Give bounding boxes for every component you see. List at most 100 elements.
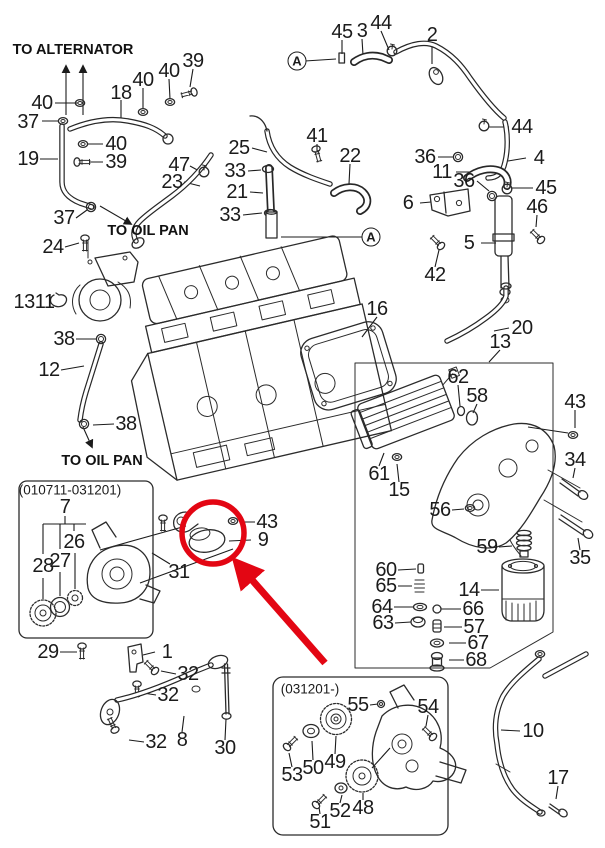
part-number-callout: 39 [105, 151, 127, 173]
part-number-text: 13 [489, 331, 511, 353]
part-number-callout: 31 [168, 562, 190, 582]
cooler-orings [456, 405, 479, 426]
part-number-callout: 7 [60, 497, 71, 517]
part-number-text: 24 [42, 236, 64, 258]
part-number-callout: 11 [432, 162, 452, 182]
oil-pump-cover-9 [172, 511, 239, 553]
part-number-callout: 2 [427, 25, 438, 45]
hose-22 [330, 183, 372, 215]
part-number-callout: 45 [331, 22, 353, 42]
oil-pipe-20 [444, 282, 512, 344]
part-number-callout: 54 [417, 697, 439, 717]
part-number-text: 10 [522, 720, 544, 742]
part-number-text: 9 [257, 529, 269, 551]
part-number-callout: 59 [476, 536, 498, 558]
part-number-callout: 44 [370, 13, 392, 33]
inset-range-text: (010711-031201) [18, 482, 122, 498]
part-number-text: 21 [226, 181, 248, 203]
view-marker-a: A [361, 227, 381, 247]
part-number-text: 1311 [13, 291, 55, 313]
routing-note-text: TO OIL PAN [61, 453, 143, 469]
part-number-callout: 51 [309, 811, 331, 833]
part-number-callout: 1311 [13, 291, 55, 313]
part-number-callout: 4 [534, 148, 545, 168]
part-number-callout: 21 [226, 181, 248, 203]
part-number-text: 15 [388, 479, 410, 501]
part-number-text: 14 [458, 579, 480, 601]
part-number-callout: 44 [511, 116, 533, 138]
part-number-callout: 27 [49, 551, 71, 571]
inset-box-late [272, 676, 467, 836]
direction-arrows [61, 64, 133, 449]
bolt-35 [558, 514, 594, 540]
part-number-text: 4 [533, 147, 545, 169]
part-number-text: 32 [177, 663, 199, 685]
part-number-text: 42 [424, 264, 446, 286]
part-number-text: 41 [306, 125, 328, 147]
part-number-callout: 53 [281, 764, 303, 786]
part-number-text: 12 [38, 359, 60, 381]
part-number-text: 44 [511, 116, 533, 138]
routing-note: TO OIL PAN [107, 223, 188, 239]
part-number-callout: 47 [168, 155, 190, 175]
routing-note: TO ALTERNATOR [13, 42, 134, 58]
part-number-text: 40 [105, 133, 127, 155]
part-number-callout: 58 [466, 386, 488, 406]
part-number-callout: 40 [105, 133, 127, 155]
part-number-callout: 5 [464, 233, 475, 253]
part-number-callout: 10 [522, 720, 544, 742]
part-number-text: 33 [224, 160, 246, 182]
part-number-callout: 43 [564, 392, 586, 412]
part-number-callout: 56 [429, 500, 451, 520]
part-number-callout: 50 [302, 758, 324, 778]
part-number-callout: 45 [535, 178, 557, 198]
part-number-text: 39 [182, 50, 204, 72]
part-number-text: 59 [476, 536, 498, 558]
gasket-16 [300, 321, 397, 411]
highlight-circle [179, 499, 247, 567]
hose-3 [338, 51, 393, 66]
inset-range-label: (010711-031201) [19, 483, 122, 498]
part-number-text: 55 [347, 694, 369, 716]
part-number-callout: 24 [42, 236, 64, 258]
part-number-callout: 39 [182, 50, 204, 72]
part-number-text: 35 [569, 547, 591, 569]
part-number-text: 38 [53, 328, 75, 350]
part-number-callout: 63 [372, 613, 394, 633]
part-number-callout: 35 [569, 547, 591, 569]
part-number-text: 17 [547, 767, 569, 789]
bracket-6 [429, 188, 471, 217]
view-marker-letter: A [366, 229, 376, 245]
part-number-callout: 66 [462, 599, 484, 619]
part-number-text: 51 [309, 811, 331, 833]
part-number-callout: 18 [110, 82, 132, 104]
part-number-callout: 68 [465, 650, 487, 670]
routing-note-text: TO OIL PAN [107, 223, 189, 239]
part-number-callout: 16 [366, 299, 388, 319]
part-number-text: 53 [281, 764, 303, 786]
part-number-callout: 25 [228, 138, 250, 158]
part-number-callout: 17 [547, 767, 569, 789]
part-number-text: 40 [31, 92, 53, 114]
part-number-callout: 57 [463, 617, 485, 637]
part-number-text: 62 [447, 366, 469, 388]
oil-pipe-10 [492, 649, 589, 817]
oil-pipe-18 [67, 116, 174, 145]
part-number-text: 40 [132, 69, 154, 91]
snap-clip-1311 [49, 292, 68, 308]
part-number-text: 48 [352, 797, 374, 819]
oil-pipe-4 [485, 119, 510, 181]
part-number-callout: 20 [511, 318, 533, 338]
part-number-text: 36 [453, 170, 475, 192]
part-number-text: 46 [526, 196, 548, 218]
part-number-text: 18 [110, 82, 132, 104]
oil-pan-pipe-8 [99, 654, 229, 726]
part-number-callout: 14 [458, 579, 480, 601]
part-number-callout: 29 [37, 642, 59, 662]
part-number-text: 39 [105, 151, 127, 173]
part-number-callout: 32 [157, 684, 179, 706]
part-number-text: 32 [157, 684, 179, 706]
bolt-34 [559, 478, 589, 501]
part-number-callout: 22 [339, 146, 361, 166]
part-number-text: 8 [176, 729, 188, 751]
